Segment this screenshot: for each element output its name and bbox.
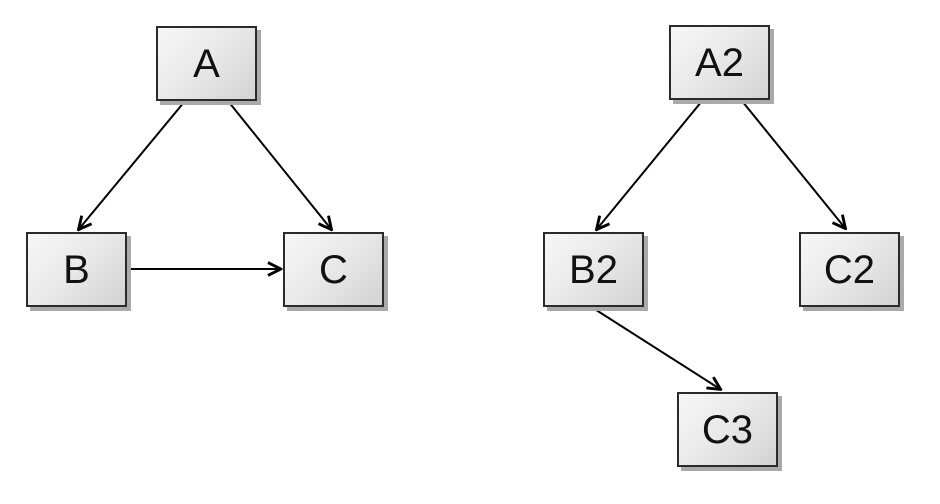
node-C-label: C — [319, 247, 348, 292]
edge-B2-C3 — [592, 307, 720, 389]
node-C3[interactable]: C3 — [677, 392, 778, 467]
node-B2-label: B2 — [569, 247, 618, 292]
node-B[interactable]: B — [26, 232, 127, 307]
node-A2[interactable]: A2 — [669, 25, 770, 100]
node-C3-label: C3 — [701, 407, 754, 452]
edge-A-B — [79, 100, 186, 229]
node-C[interactable]: C — [283, 232, 384, 307]
node-A[interactable]: A — [156, 26, 257, 101]
edge-A-C — [227, 100, 331, 229]
node-A-label: A — [193, 41, 220, 86]
node-B-label: B — [63, 247, 90, 292]
node-A2-label: A2 — [695, 40, 744, 85]
node-B2[interactable]: B2 — [543, 232, 644, 307]
edge-A2-B2 — [597, 100, 703, 229]
node-C2[interactable]: C2 — [799, 232, 900, 307]
node-C2-label: C2 — [823, 247, 876, 292]
edge-A2-C2 — [741, 100, 845, 228]
